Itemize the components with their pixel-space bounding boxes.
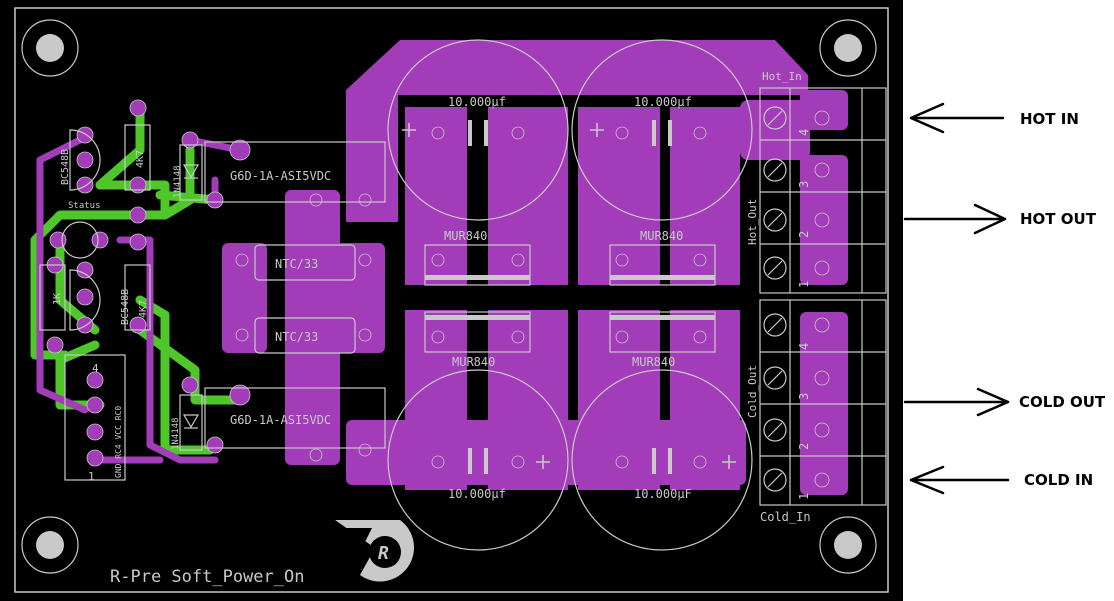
hot-out-annotation: HOT OUT (1020, 210, 1096, 228)
resistor-1k-label: 1K (52, 293, 63, 305)
logo (335, 520, 415, 582)
logo-letter: R (378, 543, 389, 564)
pin-2-top: 2 (797, 231, 811, 238)
board-title: R-Pre Soft_Power_On (110, 567, 304, 587)
pin-3-top: 3 (797, 181, 811, 188)
diode-label-1: 1N4148 (173, 165, 183, 198)
transistor-label-1: BC548B (60, 149, 71, 185)
ntc-label-1: NTC/33 (275, 257, 318, 271)
pin-1-bottom: 1 (797, 493, 811, 500)
pin-1-top: 1 (797, 281, 811, 288)
cold-out-silk: Cold_Out (746, 365, 759, 418)
mur-label-3: MUR840 (452, 355, 495, 369)
capacitor-plus (402, 123, 736, 469)
hot-in-silk: Hot_In (762, 70, 802, 83)
mur840-tabs (425, 275, 715, 320)
cold-in-arrow (909, 465, 1010, 495)
pin-4-top: 4 (797, 129, 811, 136)
annotation-arrows (903, 102, 1010, 495)
led-label: Status (68, 201, 101, 211)
pcb-board: R-Pre Soft_Power_On R 10.000µf 10.000µf … (0, 0, 903, 601)
small-outlines (39, 124, 151, 481)
pin-4-bottom: 4 (797, 343, 811, 350)
pcb-layout: R-Pre Soft_Power_On R 10.000µf 10.000µf … (14, 7, 889, 593)
cap-label-3: 10.000µf (448, 487, 506, 501)
ntc-outlines (254, 244, 356, 354)
mur-label-4: MUR840 (632, 355, 675, 369)
header-pin-label: GND RC4 VCC RC0 (114, 406, 123, 478)
pads (46, 99, 830, 488)
mur-label-2: MUR840 (640, 229, 683, 243)
relay-label-1: G6D-1A-ASI5VDC (230, 169, 331, 183)
cap-label-4: 10.000µF (634, 487, 692, 501)
copper-pour (222, 40, 848, 495)
board-outline (14, 7, 889, 593)
capacitor-outlines (387, 39, 753, 551)
cold-in-annotation: COLD IN (1024, 471, 1094, 489)
hot-out-arrow (903, 203, 1007, 235)
header-num-4: 4 (92, 362, 99, 375)
cap-label-1: 10.000µf (448, 95, 506, 109)
relay-label-2: G6D-1A-ASI5VDC (230, 413, 331, 427)
hot-in-arrow (909, 102, 1005, 134)
mounting-holes (21, 19, 877, 574)
cold-out-annotation: COLD OUT (1019, 393, 1106, 411)
hot-in-annotation: HOT IN (1020, 110, 1079, 128)
pin-3-bottom: 3 (797, 393, 811, 400)
cap-label-2: 10.000µf (634, 95, 692, 109)
hot-out-silk: Hot_Out (746, 199, 759, 245)
terminal-block (759, 87, 887, 506)
diode-outlines (179, 144, 203, 451)
mur840-outlines (424, 244, 716, 353)
terminal-screws (763, 106, 787, 492)
pin-2-bottom: 2 (797, 443, 811, 450)
ntc-label-2: NTC/33 (275, 330, 318, 344)
mur-label-1: MUR840 (444, 229, 487, 243)
resistor-4k7-label-1: 4K7 (135, 150, 146, 168)
transistor-label-2: BC548B (120, 289, 131, 325)
diode-label-2: 1N4148 (171, 417, 181, 450)
header-num-1: 1 (88, 470, 95, 483)
cold-out-arrow (903, 387, 1010, 417)
capacitor-bars (468, 120, 672, 474)
relay-outlines (204, 141, 386, 449)
cold-in-silk: Cold_In (760, 510, 811, 524)
resistor-4k7-label-2: 4K7 (138, 300, 149, 318)
